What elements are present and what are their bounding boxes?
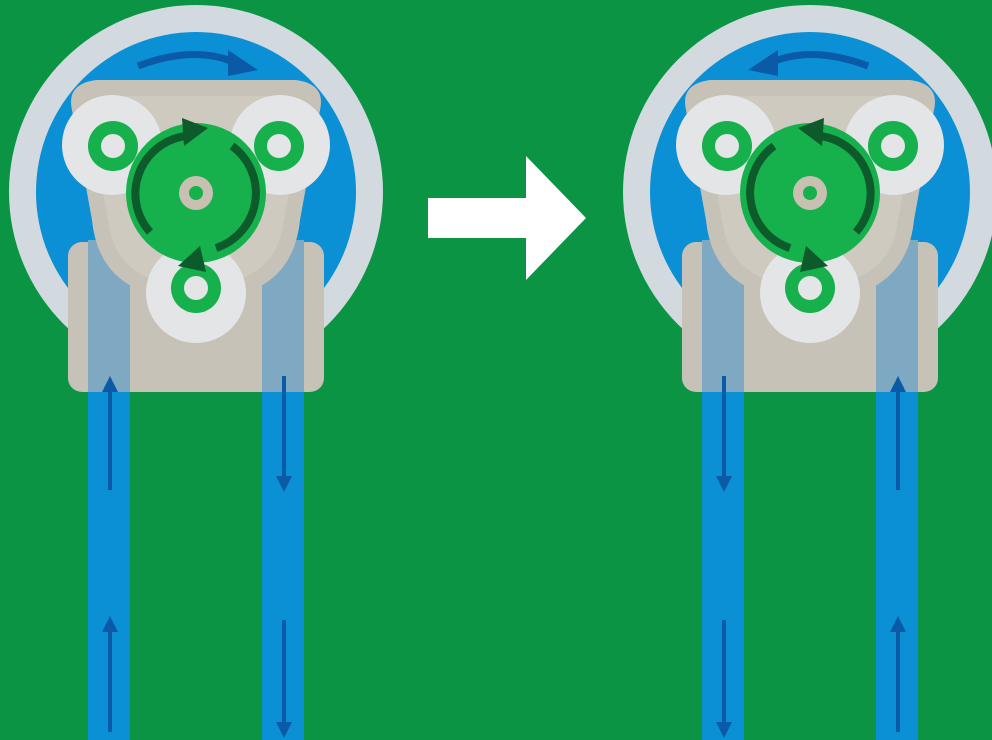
transition-arrow [428,156,586,280]
rotor [88,121,304,313]
channel-flow-arrow [748,50,870,76]
rotation-arrows-counterclockwise [746,118,875,272]
pump-right [623,5,992,740]
channel-flow-arrow [136,50,258,76]
rotation-arrows-clockwise [131,118,260,272]
pump-left [9,5,383,740]
rotor [702,121,918,313]
